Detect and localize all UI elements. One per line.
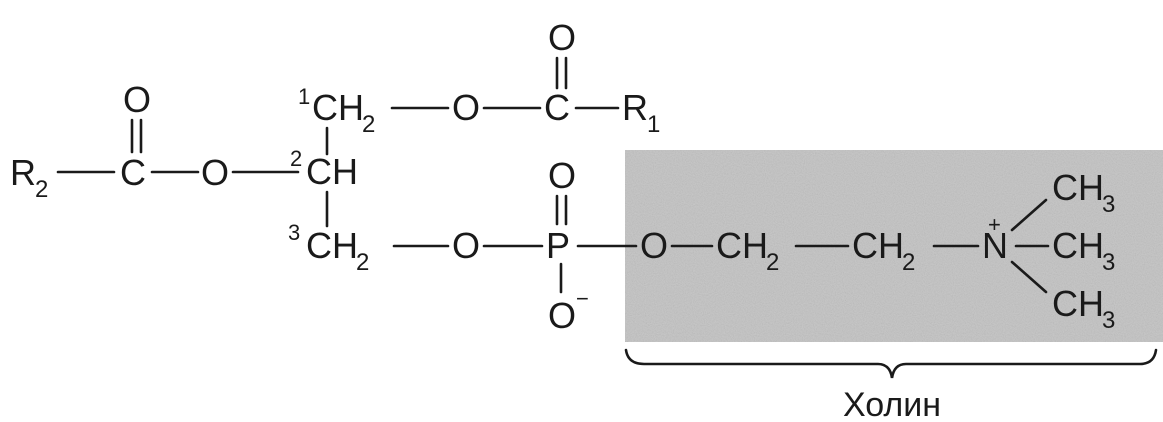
methyl-bottom-label: CH (1052, 283, 1104, 324)
negative-charge: − (576, 286, 589, 311)
choline-highlight-box (625, 150, 1163, 342)
ester1-carbonyl-oxygen: O (548, 17, 576, 58)
r2-subscript: 2 (35, 176, 48, 203)
r1-group: R 1 (622, 87, 660, 138)
r2-group: R 2 (10, 152, 48, 203)
ester1-carbon: C (544, 87, 570, 128)
choline-oxygen: O (640, 225, 668, 266)
ester1-oxygen: O (452, 87, 480, 128)
glycerol-c2: 2 CH (290, 146, 358, 192)
locant-1: 1 (298, 84, 310, 109)
choline-ch2-a-label: CH (716, 225, 768, 266)
ester2-carbonyl-oxygen: O (123, 79, 151, 120)
methyl-top-label: CH (1052, 167, 1104, 208)
choline-caption: Холин (843, 386, 941, 422)
glycerol-c1: 1 CH 2 (298, 84, 375, 138)
locant-2: 2 (290, 146, 302, 171)
methyl-top-subscript: 3 (1102, 191, 1115, 218)
r1-symbol: R (622, 87, 648, 128)
bond-n-methyl-bottom (1010, 260, 1048, 294)
choline-ch2-b-label: CH (852, 225, 904, 266)
ester2-oxygen: O (201, 152, 229, 193)
r2-symbol: R (10, 152, 36, 193)
c2-atom: CH (306, 151, 358, 192)
c3-atom: CH (306, 225, 358, 266)
methyl-middle-label: CH (1052, 225, 1104, 266)
choline-ch2-a: CH 2 (716, 225, 779, 276)
phosphate-bridge-oxygen: O (452, 225, 480, 266)
choline-ch2-b: CH 2 (852, 225, 915, 276)
ester2-carbon: C (120, 152, 146, 193)
methyl-bottom: CH 3 (1052, 283, 1115, 334)
methyl-middle: CH 3 (1052, 225, 1115, 276)
phosphoryl-oxygen: O (548, 155, 576, 196)
choline-ch2-a-subscript: 2 (766, 249, 779, 276)
c1-atom: CH (312, 87, 364, 128)
choline-ch2-b-subscript: 2 (902, 249, 915, 276)
nitrogen-atom: N (982, 225, 1008, 266)
glycerol-c3: 3 CH 2 (288, 220, 369, 276)
methyl-middle-subscript: 3 (1102, 249, 1115, 276)
phosphorus-atom: P (546, 225, 570, 266)
choline-brace (624, 348, 1158, 379)
c1-subscript: 2 (362, 111, 375, 138)
bond-n-methyl-top (1010, 198, 1048, 232)
methyl-top: CH 3 (1052, 167, 1115, 218)
positive-charge: + (988, 212, 1001, 237)
c3-subscript: 2 (356, 249, 369, 276)
locant-3: 3 (288, 220, 300, 245)
anionic-oxygen: O (548, 295, 576, 336)
methyl-bottom-subscript: 3 (1102, 307, 1115, 334)
r1-subscript: 1 (647, 111, 660, 138)
